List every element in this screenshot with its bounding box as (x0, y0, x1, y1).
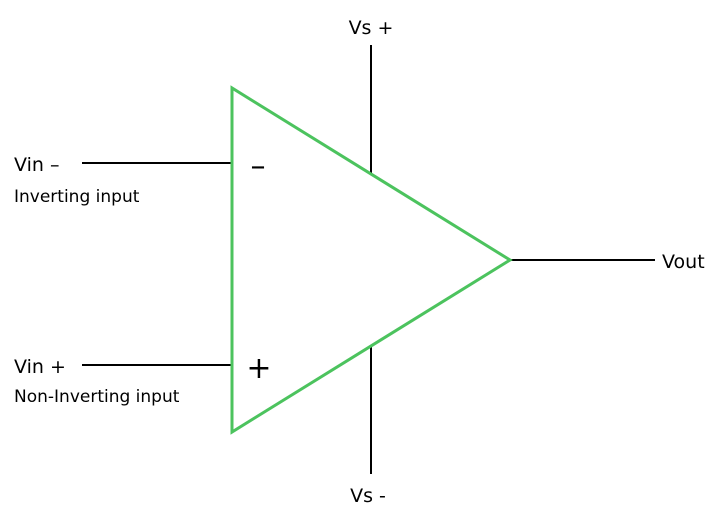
vs-minus-label: Vs - (350, 485, 386, 507)
vin-minus-label: Vin – (14, 154, 59, 176)
vout-label: Vout (662, 251, 705, 273)
non-inverting-symbol: + (246, 351, 271, 386)
vs-plus-label: Vs + (349, 17, 394, 39)
inverting-input-label: Inverting input (14, 187, 140, 207)
inverting-symbol: – (251, 149, 266, 184)
op-amp-triangle (230, 85, 513, 435)
non-inverting-input-label: Non-Inverting input (14, 387, 180, 407)
vin-plus-label: Vin + (14, 356, 66, 378)
